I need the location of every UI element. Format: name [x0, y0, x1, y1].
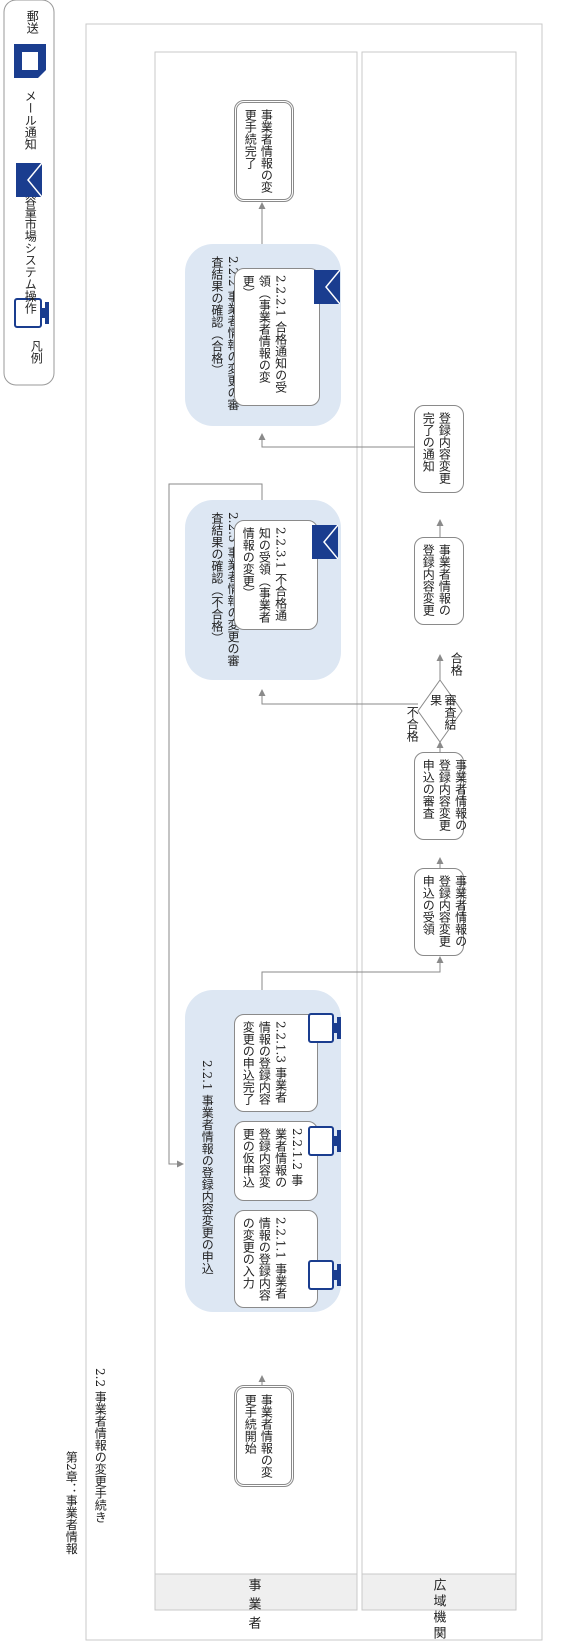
chapter-title: 第2章：事業者情報 [64, 1451, 79, 1555]
legend-title: 凡例 [29, 340, 44, 364]
org-review: 事業者情報の登録内容変更申込の審査 [414, 752, 468, 840]
end-node: 事業者情報の変更手続完了 [234, 100, 294, 202]
step-temp: 2.2.1.2 事業者情報の登録内容変更の仮申込 [234, 1121, 318, 1201]
decision-fail-label: 不合格 [405, 706, 420, 742]
group-apply-title: 2.2.1 事業者情報の登録内容変更の申込 [200, 1060, 215, 1275]
arrow-fail-to-reapply [168, 483, 263, 1168]
decision-diamond [417, 679, 463, 743]
step-complete: 2.2.1.3 事業者情報の登録内容変更の申込完了 [234, 1014, 318, 1112]
legend-system-icon [14, 298, 49, 328]
system-op-icon [308, 1260, 341, 1290]
lane-label-organization: 広域機関 [430, 1578, 446, 1642]
mail-icon [314, 270, 340, 304]
org-notify: 登録内容変更完了の通知 [414, 405, 464, 493]
legend-mail-label: メール通知 [23, 90, 38, 150]
org-receive: 事業者情報の登録内容変更申込の受領 [414, 868, 468, 956]
step-input: 2.2.1.1 事業者情報の登録内容の変更の入力 [234, 1210, 318, 1308]
arrow-complete-to-receive [261, 956, 444, 990]
mail-icon [312, 525, 338, 559]
system-op-icon [308, 1126, 341, 1156]
step-pass: 2.2.2.1 合格通知の受領（事業者情報の変更） [234, 268, 320, 406]
lane-header-operator [154, 1573, 358, 1611]
arrow-decision-fail [258, 689, 418, 705]
legend-system-label: 容量市場システム操作 [23, 194, 38, 314]
decision-pass-label: 合格 [449, 652, 464, 676]
section-title: 2.2 事業者情報の変更手続き [93, 1368, 108, 1523]
lane-label-operator: 事業者 [245, 1578, 261, 1635]
decision-label: 審査結果 [428, 694, 457, 730]
legend-post-icon [14, 44, 46, 78]
legend-mail-icon [16, 163, 42, 197]
outer-frame [85, 23, 543, 1641]
system-op-icon [308, 1013, 341, 1043]
lane-header-organization [361, 1573, 517, 1611]
step-fail: 2.2.3.1 不合格通知の受領（事業者情報の変更） [234, 520, 318, 630]
start-node: 事業者情報の変更手続開始 [234, 1385, 294, 1487]
org-change: 事業者情報の登録内容変更 [414, 537, 464, 625]
legend-post-label: 郵送 [25, 10, 40, 34]
